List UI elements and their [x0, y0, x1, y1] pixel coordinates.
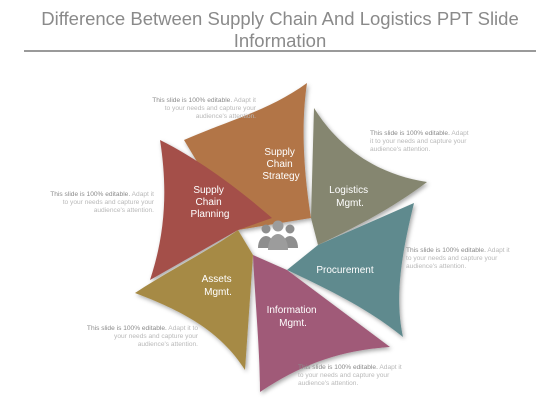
slide-title: Difference Between Supply Chain And Logi… — [41, 8, 519, 51]
label-supply-chain-planning: Supply Chain Planning — [191, 185, 230, 220]
caption-top: This slide is 100% editable. Adapt it to… — [152, 97, 256, 121]
caption-bottom: This slide is 100% editable. Adapt it to… — [298, 364, 402, 388]
title-divider — [24, 50, 536, 52]
caption-right: This slide is 100% editable. Adapt it to… — [406, 247, 510, 271]
label-supply-chain-strategy: Supply Chain Strategy — [262, 147, 299, 182]
people-group-icon — [258, 220, 298, 250]
segment-logistics-mgmt — [311, 108, 427, 245]
segment-assets-mgmt — [135, 230, 253, 370]
label-assets-mgmt: Assets Mgmt. — [202, 274, 235, 298]
label-logistics-mgmt: Logistics Mgmt. — [329, 185, 371, 209]
segment-information-mgmt — [253, 255, 390, 392]
caption-left: This slide is 100% editable. Adapt it to… — [50, 191, 154, 215]
caption-bottom-left: This slide is 100% editable. Adapt it to… — [86, 325, 198, 349]
segment-procurement — [287, 203, 414, 337]
segment-supply-chain-strategy — [184, 83, 311, 230]
caption-top-right: This slide is 100% editable. Adapt it to… — [370, 130, 469, 154]
label-information-mgmt: Information Mgmt. — [267, 305, 320, 329]
label-procurement: Procurement — [316, 265, 373, 276]
segment-supply-chain-planning — [150, 140, 272, 280]
